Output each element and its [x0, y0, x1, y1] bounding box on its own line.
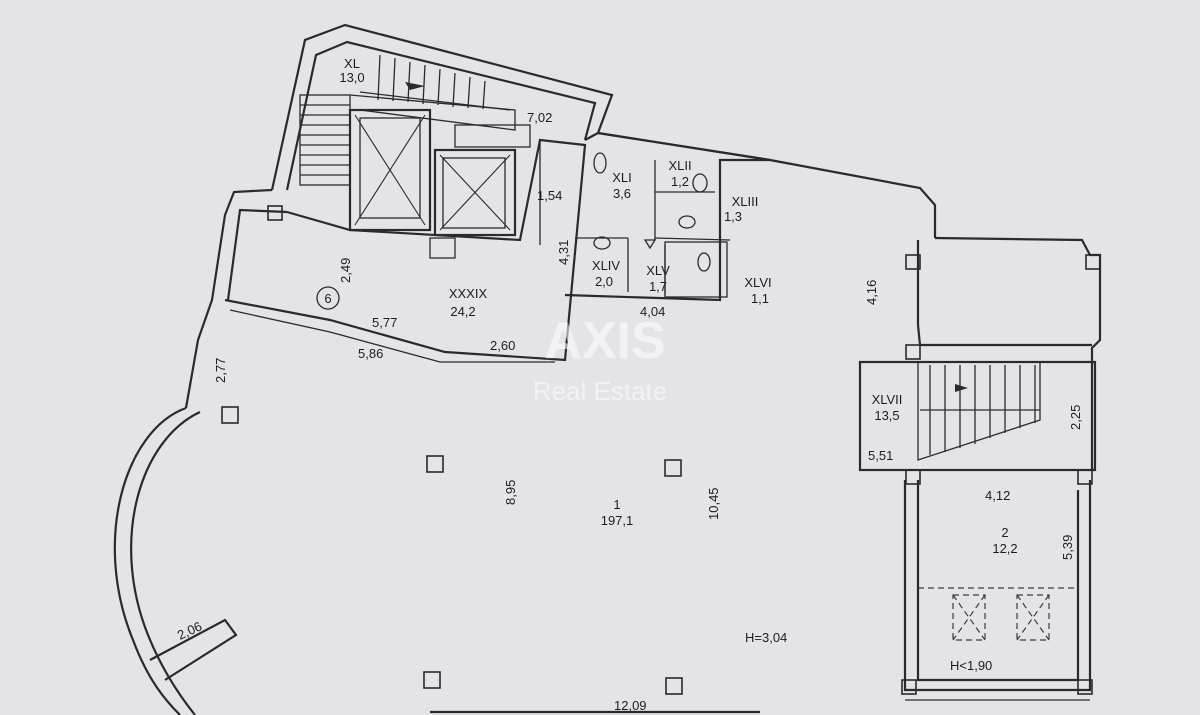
dim-4-04: 4,04 [640, 304, 665, 319]
room-xlvi-area: 1,1 [751, 291, 769, 306]
dim-5-86: 5,86 [358, 346, 383, 361]
dim-10-45: 10,45 [706, 487, 721, 520]
axis-marker-circle [316, 286, 340, 310]
dim-2-60: 2,60 [490, 338, 515, 353]
room-xlvi-number: XLVI [744, 275, 771, 290]
elevator-shafts [348, 108, 531, 259]
dim-5-39: 5,39 [1060, 535, 1075, 560]
watermark-subtitle: Real Estate [533, 376, 667, 406]
room-xlii-number: XLII [668, 158, 691, 173]
room-1-area: 197,1 [601, 513, 634, 528]
room-xlvii-number: XLVII [872, 392, 903, 407]
room-xlvii-area: 13,5 [874, 408, 899, 423]
dim-4-12: 4,12 [985, 488, 1010, 503]
dim-8-95: 8,95 [503, 480, 518, 505]
height-room-2: H<1,90 [950, 658, 992, 673]
dim-5-51: 5,51 [868, 448, 893, 463]
room-xli-area: 3,6 [613, 186, 631, 201]
axis-marker-label: 6 [324, 291, 331, 306]
dim-2-49: 2,49 [338, 258, 353, 283]
dimension-labels: 7,02 1,54 4,31 2,49 5,77 5,86 2,60 4,04 … [175, 110, 1083, 713]
room-xxxix-walls [224, 138, 587, 363]
room-xli-number: XLI [612, 170, 632, 185]
room-xxxix-area: 24,2 [450, 304, 475, 319]
stair-xlvii [858, 360, 1097, 472]
outer-walls [113, 23, 1102, 715]
room-xlv-area: 1,7 [649, 279, 667, 294]
room-2-number: 2 [1001, 525, 1008, 540]
dim-12-09: 12,09 [614, 698, 647, 713]
room-xliii-area: 1,3 [724, 209, 742, 224]
room-labels: XL 13,0 XXXIX 24,2 XLI 3,6 XLII 1,2 XLII… [339, 56, 1017, 556]
room-2-area: 12,2 [992, 541, 1017, 556]
room-xl-number: XL [344, 56, 360, 71]
dim-5-77: 5,77 [372, 315, 397, 330]
columns [221, 205, 1101, 695]
watermark-brand: AXIS [544, 312, 665, 370]
room-1-number: 1 [613, 497, 620, 512]
room-xliv-area: 2,0 [595, 274, 613, 289]
sanitary-block [564, 131, 771, 302]
room-xxxix-number: XXXIX [449, 286, 488, 301]
dim-1-54: 1,54 [537, 188, 562, 203]
height-main: H=3,04 [745, 630, 787, 645]
room-xl-area: 13,0 [339, 70, 364, 85]
room-xlii-area: 1,2 [671, 174, 689, 189]
dim-4-16: 4,16 [864, 280, 879, 305]
dim-2-77: 2,77 [213, 358, 228, 383]
room-xliv-number: XLIV [592, 258, 621, 273]
dim-7-02: 7,02 [527, 110, 552, 125]
dim-2-25: 2,25 [1068, 405, 1083, 430]
dim-4-31: 4,31 [556, 240, 571, 265]
room-xliii-number: XLIII [732, 194, 759, 209]
room-2-details [918, 587, 1078, 641]
stair-xl [299, 54, 516, 186]
room-xlv-number: XLV [646, 263, 670, 278]
